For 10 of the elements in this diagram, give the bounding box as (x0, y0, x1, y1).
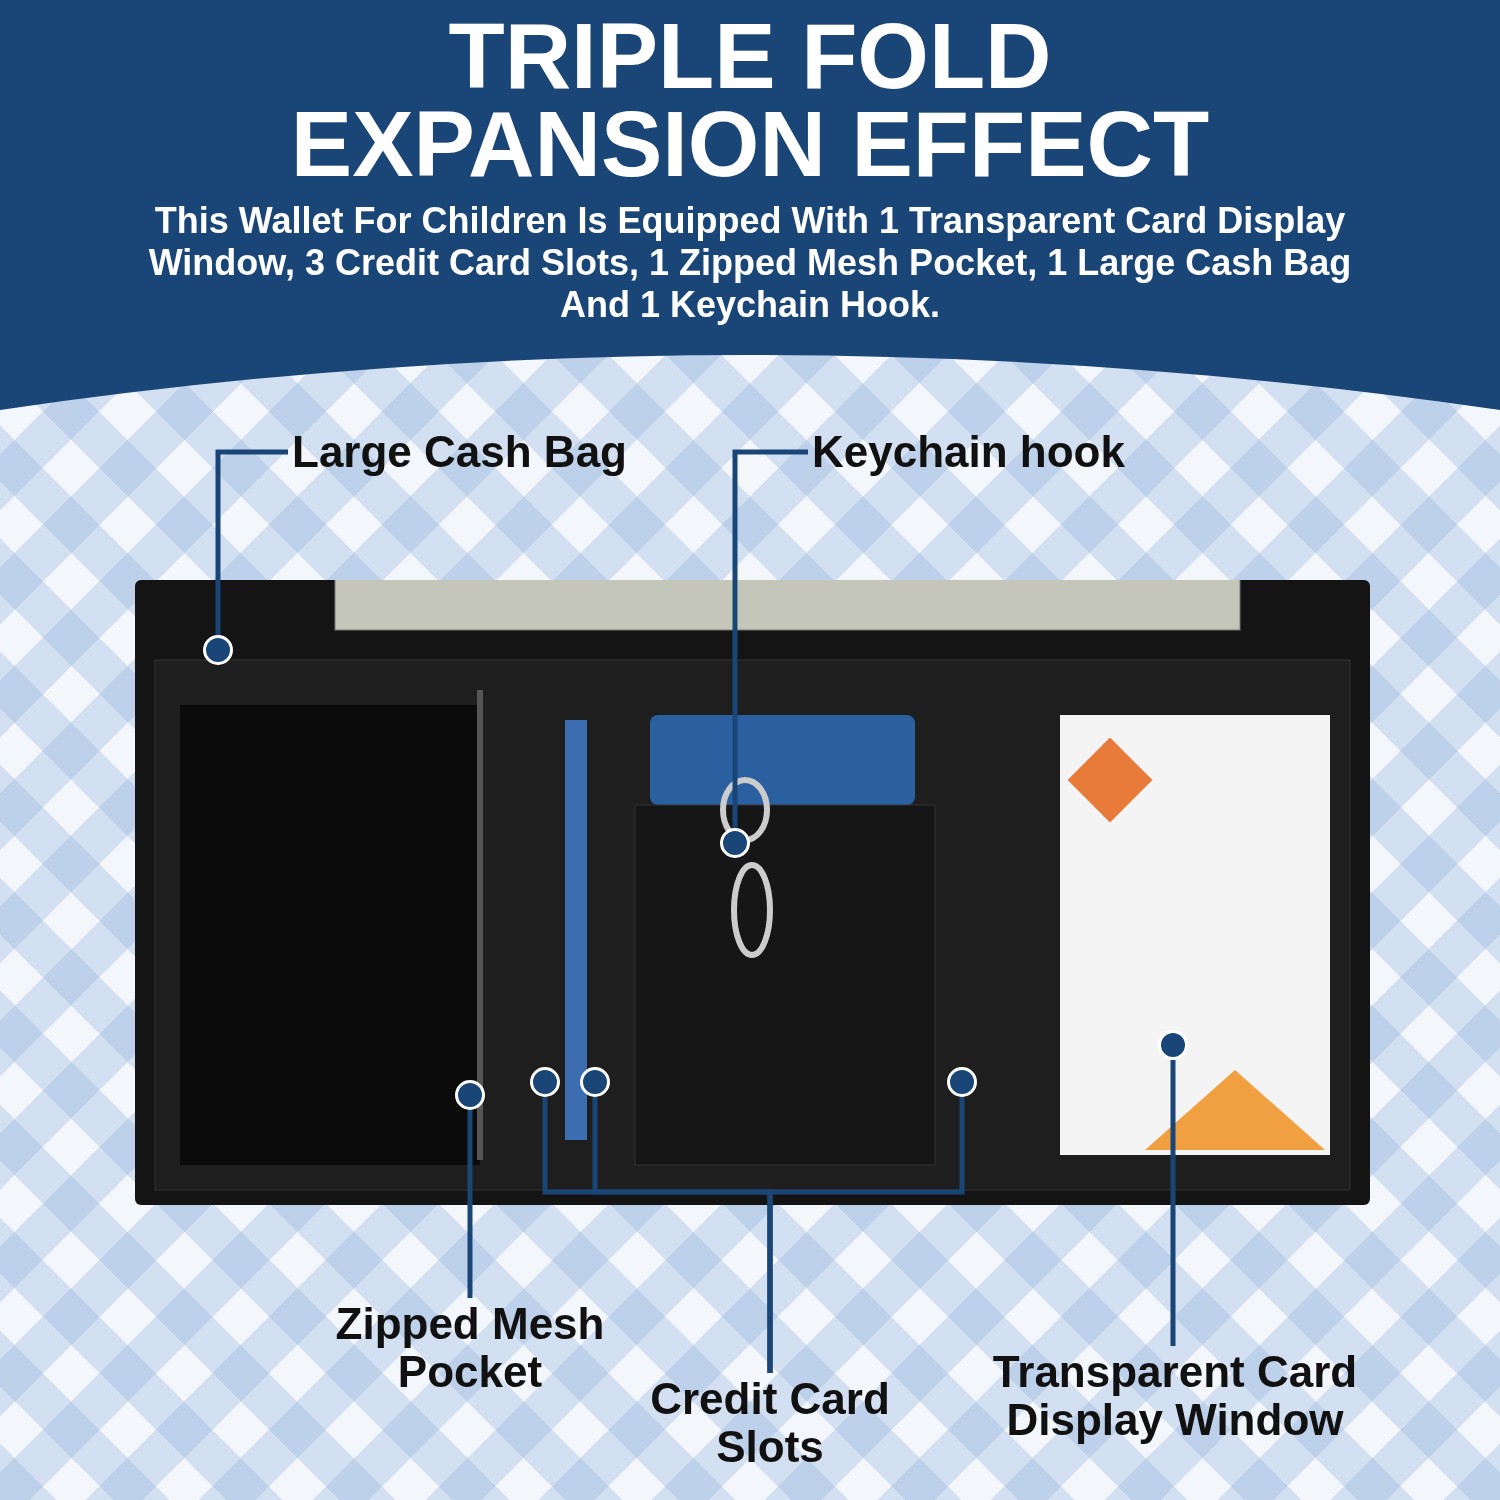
title: TRIPLE FOLD EXPANSION EFFECT (289, 12, 1211, 188)
leader-line (767, 1097, 965, 1373)
callout-label: Large Cash Bag (292, 428, 672, 476)
leader-line (1170, 1060, 1176, 1346)
leader-line (467, 1110, 473, 1298)
leader-line (732, 449, 808, 828)
leader-line (215, 449, 288, 635)
callout-label: Transparent Card Display Window (925, 1348, 1425, 1444)
subtitle: This Wallet For Children Is Equipped With 1 Transparent Card Display Window, 3 Credit Card Slots, 1 Zipped Mesh Pocket, 1 Large Cash Bag And 1 Keychain Hook. (147, 200, 1353, 326)
callout-label: Keychain hook (812, 428, 1172, 476)
